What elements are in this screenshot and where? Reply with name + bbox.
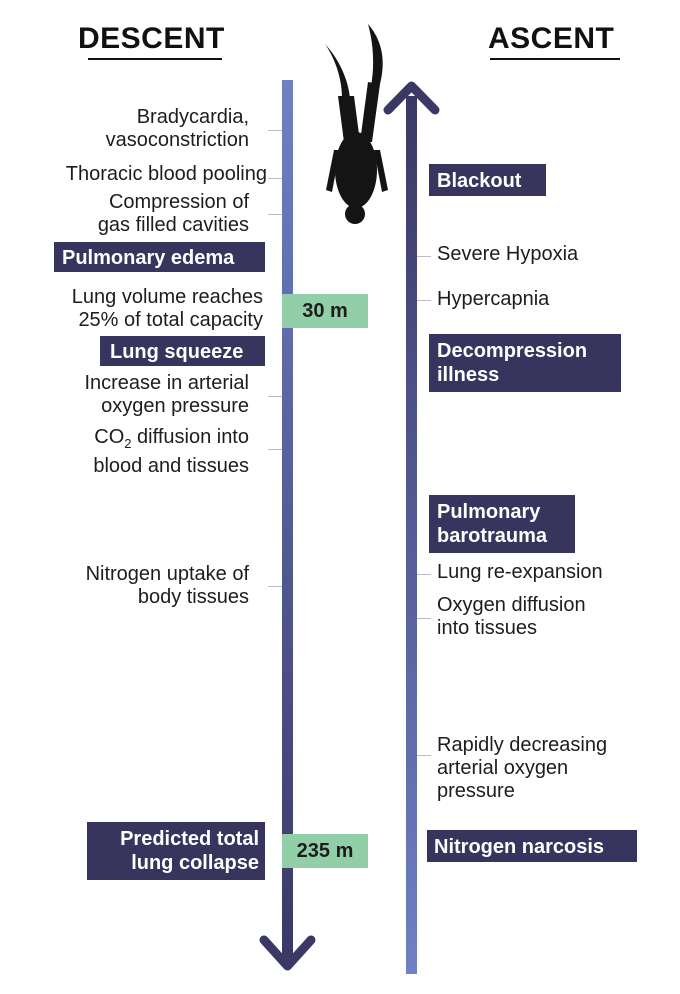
risk-decompression-illness: Decompression illness [429,334,621,392]
effect-lung-reexpansion: Lung re-expansion [437,561,603,583]
tick-hypercapnia [417,300,431,301]
descent-header: DESCENT [78,22,225,55]
effect-bradycardia: Bradycardia, vasoconstriction [105,106,249,151]
tick-arterial-oxygen [268,396,282,397]
ascent-header-underline [490,58,620,60]
effect-arterial-oxygen: Increase in arterial oxygen pressure [84,372,249,417]
ascent-header: ASCENT [488,22,615,55]
effect-severe-hypoxia: Severe Hypoxia [437,243,579,265]
risk-nitrogen-narcosis: Nitrogen narcosis [427,830,637,862]
co2-prefix: CO [94,426,125,448]
ascent-arrow [383,81,440,974]
effect-lung-volume: Lung volume reaches 25% of total capacit… [71,286,263,331]
tick-decreasing-oxygen [417,755,431,756]
effect-oxygen-diffusion: Oxygen diffusion into tissues [437,594,586,639]
risk-blackout: Blackout [429,164,546,196]
diver-icon [325,24,388,224]
tick-oxygen-diffusion [417,618,431,619]
risk-pulmonary-barotrauma: Pulmonary barotrauma [429,495,575,553]
depth-marker-235m: 235 m [282,834,368,868]
co2-rest: diffusion into [131,426,249,448]
effect-nitrogen-uptake: Nitrogen uptake of body tissues [85,563,249,608]
tick-severe-hypoxia [417,256,431,257]
co2-subscript: 2 [124,436,132,451]
tick-compression [268,214,282,215]
tick-lung-reexpansion [417,574,431,575]
descent-header-underline [88,58,222,60]
descent-arrow [259,80,316,971]
effect-co2-diffusion: CO2 diffusion into blood and tissues [93,426,249,478]
tick-bradycardia [268,130,282,131]
risk-pulmonary-edema: Pulmonary edema [54,242,265,272]
tick-thoracic [268,178,282,179]
risk-lung-squeeze: Lung squeeze [100,336,265,366]
effect-compression: Compression of gas filled cavities [97,191,249,236]
co2-line2: blood and tissues [93,455,249,477]
risk-lung-collapse: Predicted total lung collapse [87,822,265,880]
tick-nitrogen-uptake [268,586,282,587]
effect-decreasing-oxygen: Rapidly decreasing arterial oxygen press… [437,734,608,802]
effect-thoracic-pooling: Thoracic blood pooling [65,163,267,185]
tick-co2 [268,449,282,450]
effect-hypercapnia: Hypercapnia [437,288,550,310]
depth-marker-30m: 30 m [282,294,368,328]
